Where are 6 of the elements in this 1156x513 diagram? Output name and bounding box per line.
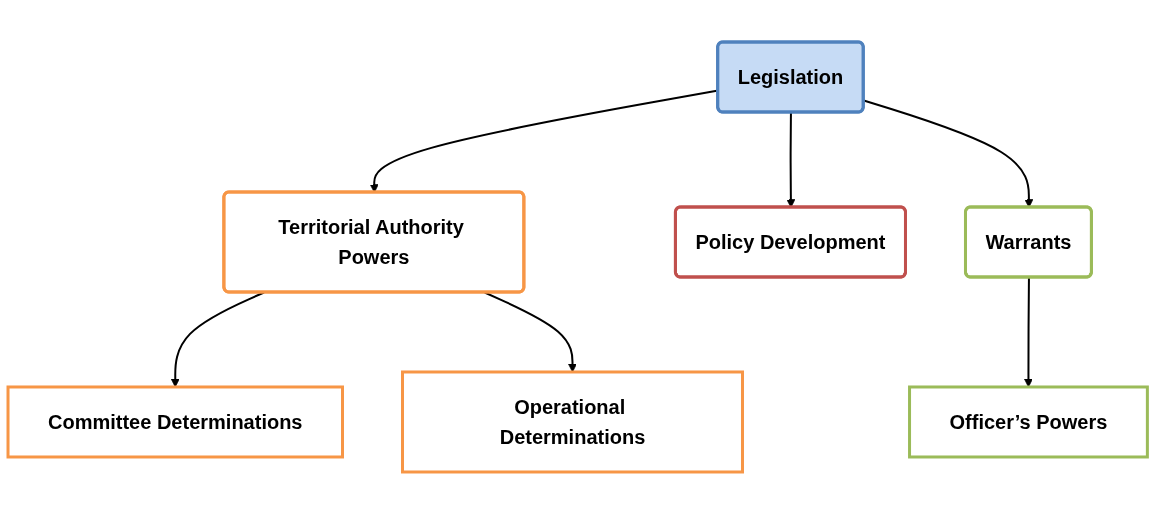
arrow: [1024, 276, 1034, 387]
node-box: Operational Determinations: [401, 370, 745, 473]
arrow: [171, 291, 266, 387]
node-box: Officer’s Powers: [908, 385, 1150, 458]
node-box: Committee Determinations: [6, 385, 345, 458]
arrow: [484, 291, 578, 372]
